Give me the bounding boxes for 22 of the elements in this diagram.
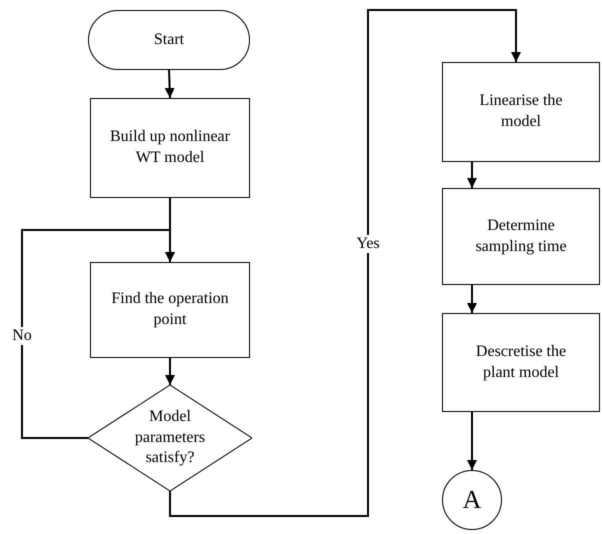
process-box bbox=[442, 313, 600, 412]
process-box bbox=[442, 62, 600, 162]
node-label: Linearise the model bbox=[478, 91, 564, 132]
process-box bbox=[90, 262, 250, 358]
decision-diamond bbox=[88, 385, 252, 491]
node-label: Descretise the plant model bbox=[474, 342, 568, 382]
arrow bbox=[467, 412, 477, 470]
node-label: Determine sampling time bbox=[474, 216, 568, 256]
process-box bbox=[442, 188, 600, 285]
node-label: Build up nonlinear WT model bbox=[109, 127, 231, 168]
edge-label: Yes bbox=[354, 235, 382, 253]
edge-label: No bbox=[10, 327, 34, 345]
process-box bbox=[90, 98, 250, 198]
node-label: Find the operation point bbox=[110, 289, 230, 330]
arrow bbox=[164, 70, 175, 98]
node-label: A bbox=[462, 484, 482, 516]
arrow bbox=[165, 358, 175, 385]
arrow bbox=[467, 162, 477, 188]
node-label: Model parameters satisfy? bbox=[134, 406, 206, 468]
arrow bbox=[467, 285, 477, 313]
node-label: Start bbox=[154, 30, 184, 50]
arrow bbox=[21, 229, 175, 439]
